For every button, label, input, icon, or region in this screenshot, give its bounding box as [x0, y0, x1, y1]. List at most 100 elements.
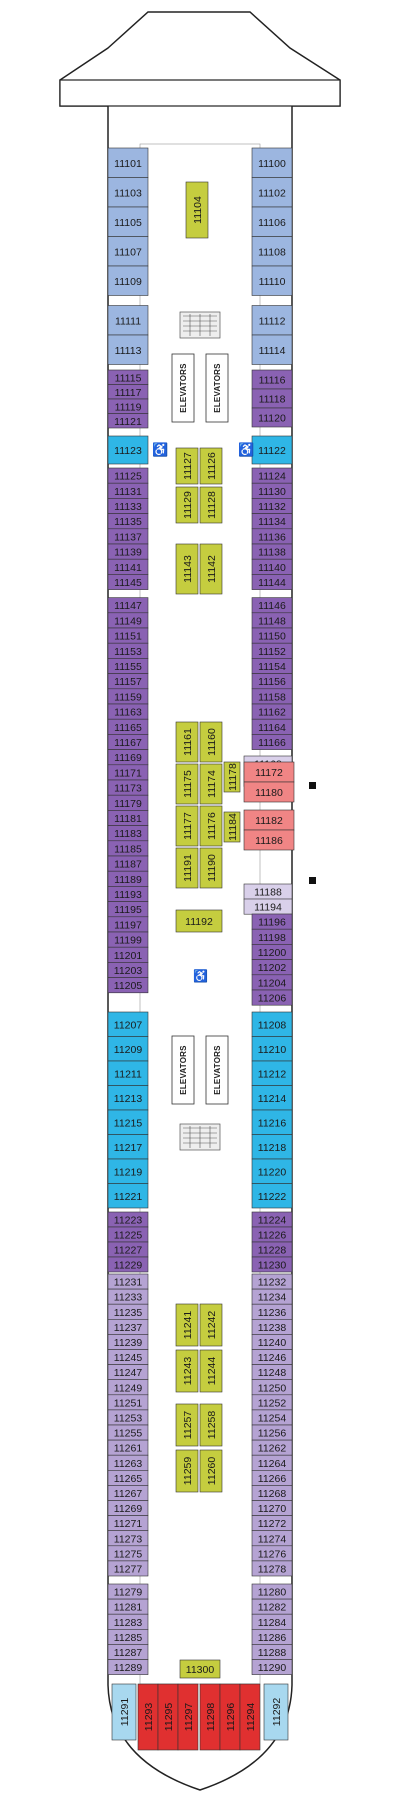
- cabin-11285[interactable]: 11285: [107, 1629, 149, 1645]
- cabin-11211[interactable]: 11211: [107, 1060, 149, 1086]
- cabin-11122[interactable]: 11122: [251, 435, 293, 465]
- cabin-11298[interactable]: 11298: [199, 1683, 221, 1751]
- cabin-11157[interactable]: 11157: [107, 673, 149, 690]
- cabin-11275[interactable]: 11275: [107, 1545, 149, 1562]
- cabin-11176[interactable]: 11176: [199, 805, 223, 847]
- cabin-11266[interactable]: 11266: [251, 1470, 293, 1486]
- cabin-11158[interactable]: 11158: [251, 688, 293, 705]
- cabin-11172[interactable]: 11172: [243, 761, 295, 783]
- cabin-11236[interactable]: 11236: [251, 1303, 293, 1320]
- cabin-11254[interactable]: 11254: [251, 1409, 293, 1426]
- cabin-11108[interactable]: 11108: [251, 236, 293, 267]
- cabin-11267[interactable]: 11267: [107, 1485, 149, 1501]
- cabin-11242[interactable]: 11242: [199, 1303, 223, 1347]
- cabin-11100[interactable]: 11100: [251, 147, 293, 178]
- cabin-11280[interactable]: 11280: [251, 1583, 293, 1600]
- cabin-11161[interactable]: 11161: [175, 721, 199, 763]
- cabin-11265[interactable]: 11265: [107, 1470, 149, 1486]
- cabin-11223[interactable]: 11223: [107, 1211, 149, 1228]
- cabin-11271[interactable]: 11271: [107, 1515, 149, 1531]
- cabin-11155[interactable]: 11155: [107, 658, 149, 674]
- cabin-11260[interactable]: 11260: [199, 1449, 223, 1493]
- cabin-11120[interactable]: 11120: [251, 407, 293, 428]
- cabin-11300[interactable]: 11300: [179, 1659, 221, 1679]
- cabin-11196[interactable]: 11196: [251, 913, 293, 930]
- cabin-11291[interactable]: 11291: [111, 1683, 137, 1741]
- cabin-11135[interactable]: 11135: [107, 513, 149, 530]
- cabin-11232[interactable]: 11232: [251, 1273, 293, 1290]
- cabin-11181[interactable]: 11181: [107, 810, 149, 826]
- cabin-11255[interactable]: 11255: [107, 1424, 149, 1441]
- cabin-11145[interactable]: 11145: [107, 574, 149, 590]
- cabin-11140[interactable]: 11140: [251, 558, 293, 575]
- cabin-11137[interactable]: 11137: [107, 528, 149, 545]
- cabin-11114[interactable]: 11114: [251, 334, 293, 365]
- cabin-11277[interactable]: 11277: [107, 1560, 149, 1577]
- cabin-11118[interactable]: 11118: [251, 388, 293, 409]
- cabin-11177[interactable]: 11177: [175, 805, 199, 847]
- cabin-11152[interactable]: 11152: [251, 642, 293, 659]
- cabin-11169[interactable]: 11169: [107, 749, 149, 766]
- cabin-11222[interactable]: 11222: [251, 1183, 293, 1209]
- cabin-11269[interactable]: 11269: [107, 1500, 149, 1516]
- cabin-11213[interactable]: 11213: [107, 1085, 149, 1111]
- cabin-11225[interactable]: 11225: [107, 1226, 149, 1243]
- cabin-11127[interactable]: 11127: [175, 447, 199, 485]
- cabin-11208[interactable]: 11208: [251, 1011, 293, 1037]
- cabin-11101[interactable]: 11101: [107, 147, 149, 178]
- cabin-11237[interactable]: 11237: [107, 1319, 149, 1335]
- cabin-11262[interactable]: 11262: [251, 1439, 293, 1456]
- cabin-11241[interactable]: 11241: [175, 1303, 199, 1347]
- cabin-11228[interactable]: 11228: [251, 1241, 293, 1258]
- cabin-11212[interactable]: 11212: [251, 1060, 293, 1086]
- cabin-11214[interactable]: 11214: [251, 1085, 293, 1111]
- cabin-11288[interactable]: 11288: [251, 1644, 293, 1660]
- cabin-11107[interactable]: 11107: [107, 236, 149, 267]
- cabin-11149[interactable]: 11149: [107, 612, 149, 629]
- cabin-11143[interactable]: 11143: [175, 543, 199, 595]
- cabin-11272[interactable]: 11272: [251, 1515, 293, 1531]
- cabin-11154[interactable]: 11154: [251, 658, 293, 674]
- cabin-11215[interactable]: 11215: [107, 1109, 149, 1135]
- cabin-11210[interactable]: 11210: [251, 1036, 293, 1062]
- cabin-11194[interactable]: 11194: [243, 898, 293, 915]
- cabin-11165[interactable]: 11165: [107, 718, 149, 735]
- cabin-11193[interactable]: 11193: [107, 886, 149, 902]
- cabin-11139[interactable]: 11139: [107, 543, 149, 560]
- cabin-11104[interactable]: 11104: [185, 181, 209, 239]
- cabin-11147[interactable]: 11147: [107, 597, 149, 614]
- cabin-11250[interactable]: 11250: [251, 1379, 293, 1396]
- cabin-11167[interactable]: 11167: [107, 734, 149, 750]
- cabin-11199[interactable]: 11199: [107, 931, 149, 948]
- cabin-11253[interactable]: 11253: [107, 1409, 149, 1426]
- cabin-11179[interactable]: 11179: [107, 794, 149, 811]
- cabin-11182[interactable]: 11182: [243, 809, 295, 831]
- cabin-11197[interactable]: 11197: [107, 916, 149, 933]
- cabin-11224[interactable]: 11224: [251, 1211, 293, 1228]
- cabin-11261[interactable]: 11261: [107, 1439, 149, 1456]
- cabin-11141[interactable]: 11141: [107, 558, 149, 575]
- cabin-11234[interactable]: 11234: [251, 1288, 293, 1305]
- cabin-11219[interactable]: 11219: [107, 1158, 149, 1184]
- cabin-11243[interactable]: 11243: [175, 1349, 199, 1393]
- cabin-11187[interactable]: 11187: [107, 855, 149, 872]
- cabin-11130[interactable]: 11130: [251, 482, 293, 499]
- cabin-11119[interactable]: 11119: [107, 398, 149, 414]
- cabin-11249[interactable]: 11249: [107, 1379, 149, 1396]
- cabin-11247[interactable]: 11247: [107, 1364, 149, 1380]
- cabin-11281[interactable]: 11281: [107, 1598, 149, 1615]
- cabin-11283[interactable]: 11283: [107, 1613, 149, 1630]
- cabin-11148[interactable]: 11148: [251, 612, 293, 629]
- cabin-11209[interactable]: 11209: [107, 1036, 149, 1062]
- cabin-11258[interactable]: 11258: [199, 1403, 223, 1447]
- cabin-11198[interactable]: 11198: [251, 928, 293, 945]
- cabin-11221[interactable]: 11221: [107, 1183, 149, 1209]
- cabin-11286[interactable]: 11286: [251, 1629, 293, 1645]
- cabin-11192[interactable]: 11192: [175, 909, 223, 933]
- cabin-11117[interactable]: 11117: [107, 384, 149, 400]
- cabin-11162[interactable]: 11162: [251, 703, 293, 720]
- cabin-11136[interactable]: 11136: [251, 528, 293, 545]
- cabin-11113[interactable]: 11113: [107, 334, 149, 365]
- cabin-11106[interactable]: 11106: [251, 206, 293, 237]
- cabin-11115[interactable]: 11115: [107, 369, 149, 385]
